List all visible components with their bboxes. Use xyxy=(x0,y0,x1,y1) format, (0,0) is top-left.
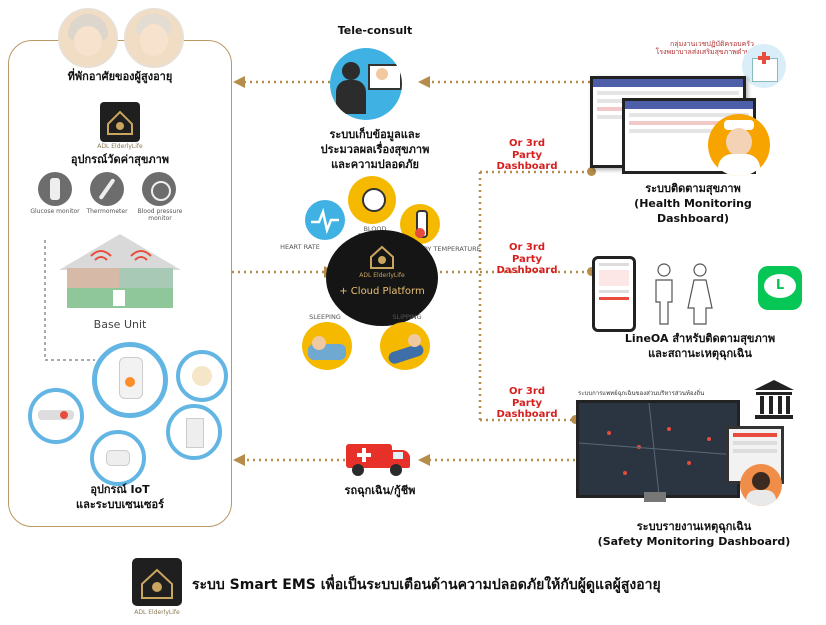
hub-brand: ADL ElderlyLife xyxy=(359,272,405,279)
arrowhead-ambulance xyxy=(418,454,430,466)
nurse-avatar xyxy=(708,114,770,176)
slipping-label: SLIPPING xyxy=(392,313,422,321)
hub-label: + Cloud Platform xyxy=(339,286,425,297)
elderly-home-panel xyxy=(8,40,232,527)
third-party-label-health: Or 3rd Party Dashboard xyxy=(496,138,558,172)
health-monitoring-caption: ระบบติดตามสุขภาพ (Health Monitoring Dash… xyxy=(634,182,752,225)
elderly-figures-icon xyxy=(655,263,713,325)
base-unit-label: Base Unit xyxy=(93,318,147,331)
body-temperature-label: BODY TEMPERATURE xyxy=(413,245,481,253)
elderly-man-avatar xyxy=(124,8,184,68)
device-label-blood-pressure: Blood pressure monitor xyxy=(137,208,183,222)
branch-dot-line xyxy=(587,267,596,276)
sleeping-label: SLEEPING xyxy=(309,313,341,321)
teleconsult-icon xyxy=(330,48,402,120)
health-devices-title: อุปกรณ์วัดค่าสุขภาพ xyxy=(70,153,170,166)
connector-base-unit xyxy=(44,240,95,361)
adl-logo-icon xyxy=(100,102,140,142)
footer-adl-logo-icon xyxy=(132,558,182,606)
thermometer-icon xyxy=(90,172,124,206)
operator-avatar xyxy=(740,464,782,506)
arrowhead-home-top xyxy=(233,76,245,88)
branch-dot-safety xyxy=(571,415,580,424)
elderly-woman-avatar xyxy=(58,8,118,68)
heart-rate-label: HEART RATE xyxy=(280,243,320,251)
home-title: ที่พักอาศัยของผู้สูงอายุ xyxy=(67,70,173,83)
branch-dot-health xyxy=(587,167,596,176)
blood-pressure-metric-icon xyxy=(348,176,396,224)
ambulance-label: รถฉุกเฉิน/กู้ชีพ xyxy=(344,484,416,497)
footer-logo-text: ADL ElderlyLife xyxy=(134,609,180,616)
device-label-glucose: Glucose monitor xyxy=(30,208,80,215)
sleeping-metric-icon xyxy=(302,322,352,370)
safety-map-screen xyxy=(576,400,740,498)
footer-text: ระบบ Smart EMS เพื่อเป็นระบบเตือนด้านควา… xyxy=(192,577,661,593)
health-monitoring-header: กลุ่มงานเวชปฏิบัติครอบครัว โรงพยาบาลส่งเ… xyxy=(655,40,754,57)
platform-caption: ระบบเก็บข้อมูลและ ประมวลผลเรื่องสุขภาพ แ… xyxy=(320,128,430,171)
slipping-metric-icon xyxy=(380,322,430,370)
iot-title: อุปกรณ์ IoT และระบบเซนเซอร์ xyxy=(75,483,164,511)
adl-hub-logo-icon xyxy=(370,245,394,269)
line-oa-caption: LineOA สำหรับติดตามสุขภาพ และสถานะเหตุฉุ… xyxy=(624,332,776,360)
device-label-thermometer: Thermometer xyxy=(86,208,128,215)
wearable-sensor-device xyxy=(90,430,146,486)
line-logo-letter: L xyxy=(775,278,785,293)
blood-pressure-icon xyxy=(142,172,176,206)
smartphone-icon xyxy=(592,256,636,332)
adl-brand-small: ADL ElderlyLife xyxy=(97,143,143,150)
cloud-platform-hub: ADL ElderlyLife + Cloud Platform xyxy=(326,230,438,326)
third-party-label-safety: Or 3rd Party Dashboard xyxy=(496,386,558,420)
line-logo-icon: L xyxy=(758,266,802,310)
glucose-monitor-icon xyxy=(38,172,72,206)
door-sensor-device xyxy=(166,404,222,460)
safety-caption: ระบบรายงานเหตุฉุกเฉิน (Safety Monitoring… xyxy=(597,520,791,548)
teleconsult-title: Tele-consult xyxy=(337,24,413,37)
panic-button-device xyxy=(28,388,84,444)
motion-sensor-device xyxy=(176,350,228,402)
arrowhead-teleconsult xyxy=(418,76,430,88)
safety-header: ระบบการแพทย์ฉุกเฉินของส่วนบริหารส่วนท้อง… xyxy=(578,390,705,397)
arrowhead-home-bottom xyxy=(233,454,245,466)
base-unit-device xyxy=(92,342,168,418)
hospital-icon xyxy=(742,44,786,88)
third-party-label-line: Or 3rd Party Dashboard xyxy=(496,242,558,276)
government-building-icon xyxy=(754,380,794,419)
monitor-stand xyxy=(644,492,666,502)
ambulance-icon xyxy=(346,440,412,476)
heart-rate-metric-icon xyxy=(305,200,345,240)
house-illustration xyxy=(59,234,181,308)
